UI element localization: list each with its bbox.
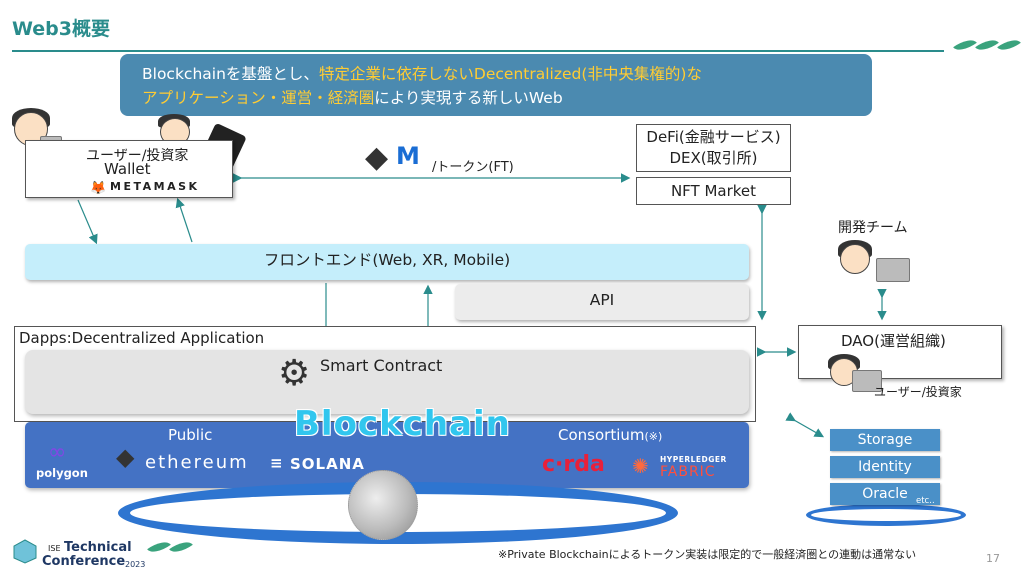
ethereum-icon: ◆ [116, 443, 135, 471]
corda-logo-text: c·rda [542, 452, 605, 477]
metamask-logo-text: METAMASK [110, 180, 200, 193]
polygon-icon: ∞ [48, 440, 67, 465]
dao-label: DAO(運営組織) [841, 332, 946, 350]
hyperledger-icon: ✺ [632, 454, 649, 478]
smart-contract-label: Smart Contract [320, 356, 443, 375]
conference-ise-text: ISE [48, 544, 61, 553]
summary-banner: Blockchainを基盤とし、特定企業に依存しないDecentralized(… [120, 54, 872, 116]
banner-line-2: アプリケーション・運営・経済圏により実現する新しいWeb [142, 89, 563, 107]
wallet-label: Wallet [104, 160, 151, 178]
wallet-owner-label: ユーザー/投資家 [86, 148, 189, 164]
defi-label: DeFi(金融サービス) [646, 128, 781, 146]
frontend-bar[interactable]: フロントエンド(Web, XR, Mobile) [25, 244, 749, 280]
ethereum-logo-text: ethereum [145, 452, 249, 473]
title-rule [12, 50, 944, 52]
storage-service[interactable]: Storage [830, 429, 940, 451]
wallet-box[interactable]: ユーザー/投資家 Wallet 🦊 METAMASK [25, 140, 233, 198]
solana-logo-text: SOLANA [290, 455, 365, 473]
conference-technical-text: Technical [64, 540, 132, 555]
nft-market-box[interactable]: NFT Market [636, 177, 791, 205]
polygon-matic-icon: M [396, 142, 420, 170]
polygon-logo-text: polygon [36, 466, 88, 480]
smart-contract-bar[interactable] [25, 350, 749, 414]
identity-service[interactable]: Identity [830, 456, 940, 478]
api-bar[interactable]: API [455, 284, 749, 320]
footnote: ※Private Blockchainによるトークン実装は限定的で一般経済圏との… [498, 548, 917, 561]
fabric-logo-text: FABRIC [660, 464, 716, 480]
conference-year-text: 2023 [125, 560, 146, 569]
dex-label: DEX(取引所) [669, 149, 758, 167]
conference-conference-text: Conference [42, 554, 126, 569]
dapps-label: Dapps:Decentralized Application [19, 329, 265, 347]
solana-icon: ≡ [270, 454, 283, 472]
services-etc-label: etc.. [916, 496, 935, 506]
blockchain-title: Blockchain [294, 404, 511, 444]
conference-logo-icon [12, 538, 38, 564]
metamask-fox-icon: 🦊 [90, 181, 107, 196]
dev-team-label: 開発チーム [838, 220, 908, 236]
oracle-service[interactable]: Oracle [830, 483, 940, 505]
gear-icon: ⚙ [278, 353, 311, 394]
hyperledger-logo-text: HYPERLEDGER [660, 455, 727, 464]
banner-line-1: Blockchainを基盤とし、特定企業に依存しないDecentralized(… [142, 65, 702, 83]
globe-icon [348, 470, 418, 540]
dao-user-label: ユーザー/投資家 [874, 385, 962, 399]
defi-box[interactable]: DeFi(金融サービス) DEX(取引所) [636, 124, 791, 172]
ethereum-diamond-icon: ◆ [365, 140, 389, 175]
services-ring [806, 504, 966, 526]
slide-title: Web3概要 [12, 18, 110, 40]
consortium-chain-label: Consortium(※) [558, 426, 663, 444]
dao-box[interactable]: DAO(運営組織) [798, 325, 1002, 379]
token-label: /トークン(FT) [432, 160, 514, 175]
page-number: 17 [986, 552, 1000, 565]
public-chain-label: Public [168, 426, 213, 444]
